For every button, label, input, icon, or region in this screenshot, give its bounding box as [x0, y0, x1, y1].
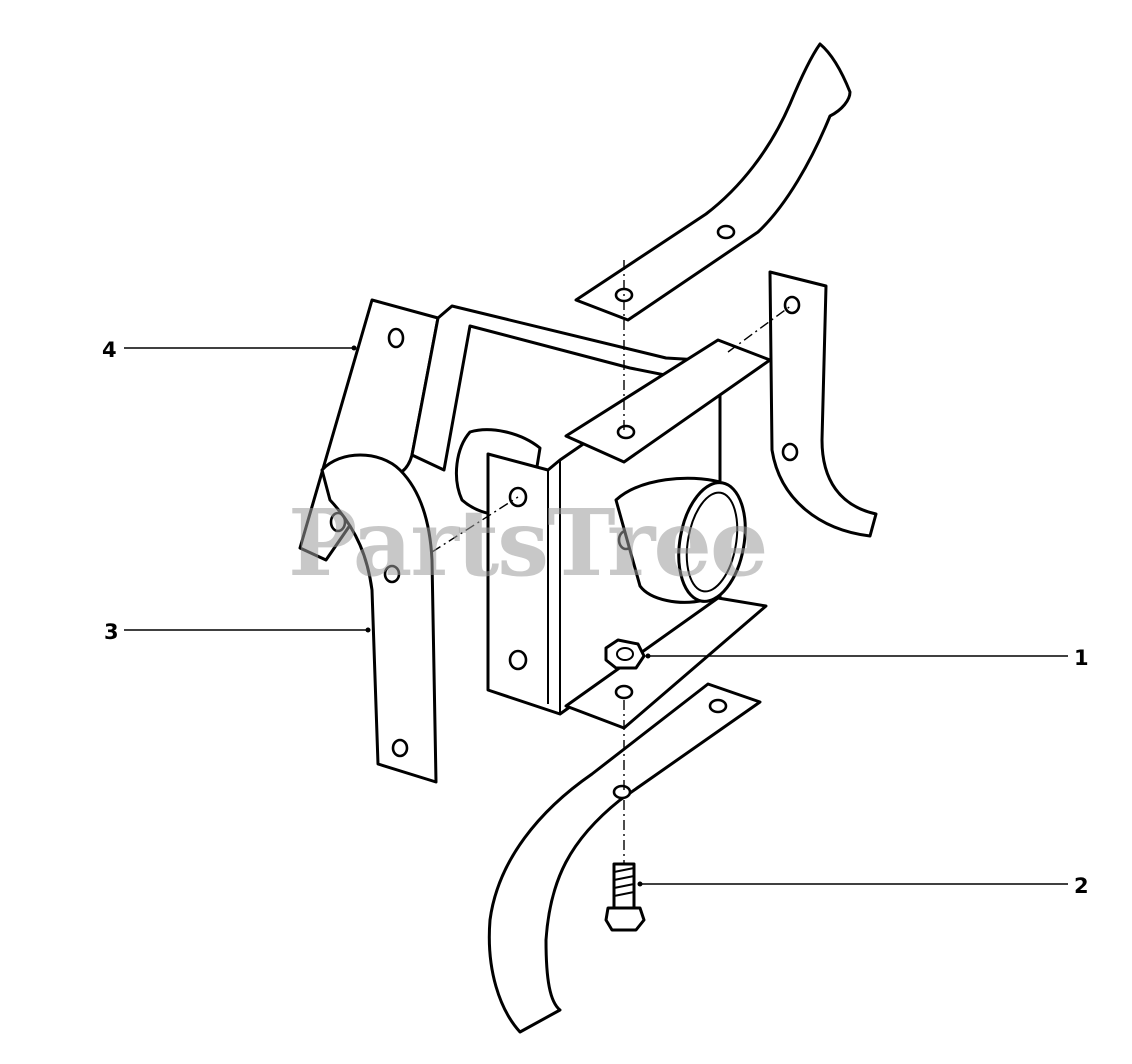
- callout-4-label[interactable]: 4: [102, 338, 117, 362]
- tine-right[interactable]: [768, 270, 878, 538]
- callout-3-label[interactable]: 3: [104, 620, 119, 644]
- tine-left[interactable]: [320, 453, 438, 784]
- hex-nut[interactable]: [604, 638, 646, 670]
- tine-lower[interactable]: [487, 682, 762, 1034]
- callout-leaders: [124, 345, 1068, 887]
- assembly-centerlines: [431, 260, 793, 864]
- tine-upper-right[interactable]: [574, 42, 852, 322]
- watermark-text: PartsTree: [288, 489, 766, 597]
- hex-bolt[interactable]: [604, 862, 646, 932]
- callout-1-label[interactable]: 1: [1074, 646, 1089, 670]
- hub-housing[interactable]: [486, 338, 772, 730]
- callout-2-label[interactable]: 2: [1074, 874, 1089, 898]
